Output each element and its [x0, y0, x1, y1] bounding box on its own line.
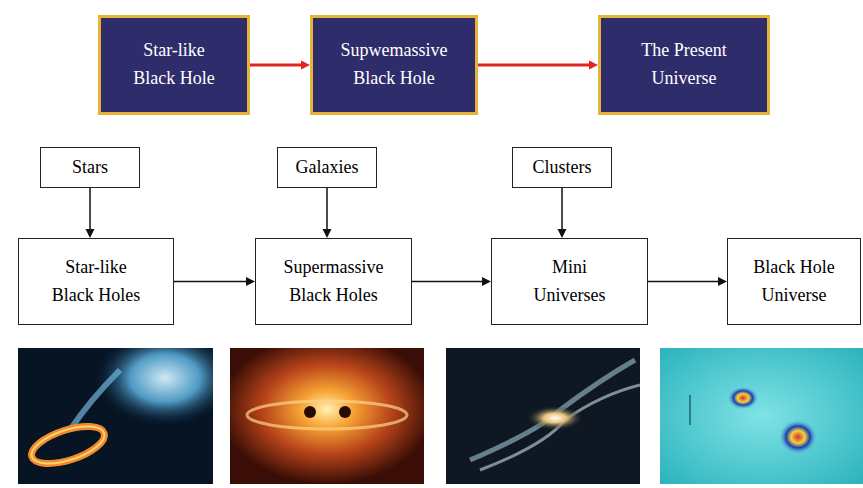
process-box: Star-like Black Holes	[18, 238, 174, 325]
arrow-head	[301, 61, 310, 70]
text-group: The Present Universe	[622, 37, 747, 93]
connector-arrow	[323, 188, 332, 238]
connector-arrow	[86, 188, 95, 238]
arrow-head	[718, 277, 727, 286]
connector-line	[561, 188, 563, 231]
text-group: Star-like Black Hole	[119, 37, 229, 93]
process-box: Clusters	[512, 147, 612, 188]
node-label: Clusters	[532, 154, 591, 182]
arrow-head	[246, 277, 255, 286]
connector-line	[250, 64, 303, 67]
stage-box: The Present Universe	[598, 15, 770, 115]
connector-arrow	[174, 277, 255, 286]
arrow-head	[589, 61, 598, 70]
node-label: Black Hole Universe	[738, 254, 850, 310]
connector-line	[648, 281, 720, 283]
text-group: Galaxies	[296, 154, 359, 182]
node-label: Mini Universes	[525, 254, 615, 310]
process-box: Stars	[40, 147, 140, 188]
connector-line	[89, 188, 91, 231]
node-label: The Present Universe	[622, 37, 747, 93]
arrow-head	[482, 277, 491, 286]
node-label: Supermassive Black Holes	[269, 254, 399, 310]
process-box: Black Hole Universe	[727, 238, 861, 325]
connector-arrow	[250, 61, 310, 70]
connector-line	[478, 64, 591, 67]
process-box: Supermassive Black Holes	[255, 238, 412, 325]
node-label: Star-like Black Holes	[40, 254, 152, 310]
connector-arrow	[648, 277, 727, 286]
connector-arrow	[558, 188, 567, 238]
text-group: Supermassive Black Holes	[269, 254, 399, 310]
process-box: Galaxies	[277, 147, 377, 188]
stage-box: Star-like Black Hole	[98, 15, 250, 115]
connector-line	[326, 188, 328, 231]
stage-box: Supwemassive Black Hole	[310, 15, 478, 115]
arrow-head	[86, 229, 95, 238]
node-label: Supwemassive Black Hole	[329, 37, 459, 93]
connector-arrow	[412, 277, 491, 286]
text-group: Black Hole Universe	[738, 254, 850, 310]
text-group: Clusters	[532, 154, 591, 182]
connector-line	[412, 281, 484, 283]
connector-line	[174, 281, 248, 283]
text-group: Star-like Black Holes	[40, 254, 152, 310]
process-box: Mini Universes	[491, 238, 648, 325]
text-group: Stars	[72, 154, 108, 182]
arrow-head	[323, 229, 332, 238]
node-label: Star-like Black Hole	[119, 37, 229, 93]
text-group: Mini Universes	[525, 254, 615, 310]
connector-arrow	[478, 61, 598, 70]
node-label: Galaxies	[296, 154, 359, 182]
arrow-head	[558, 229, 567, 238]
text-group: Supwemassive Black Hole	[329, 37, 459, 93]
node-label: Stars	[72, 154, 108, 182]
